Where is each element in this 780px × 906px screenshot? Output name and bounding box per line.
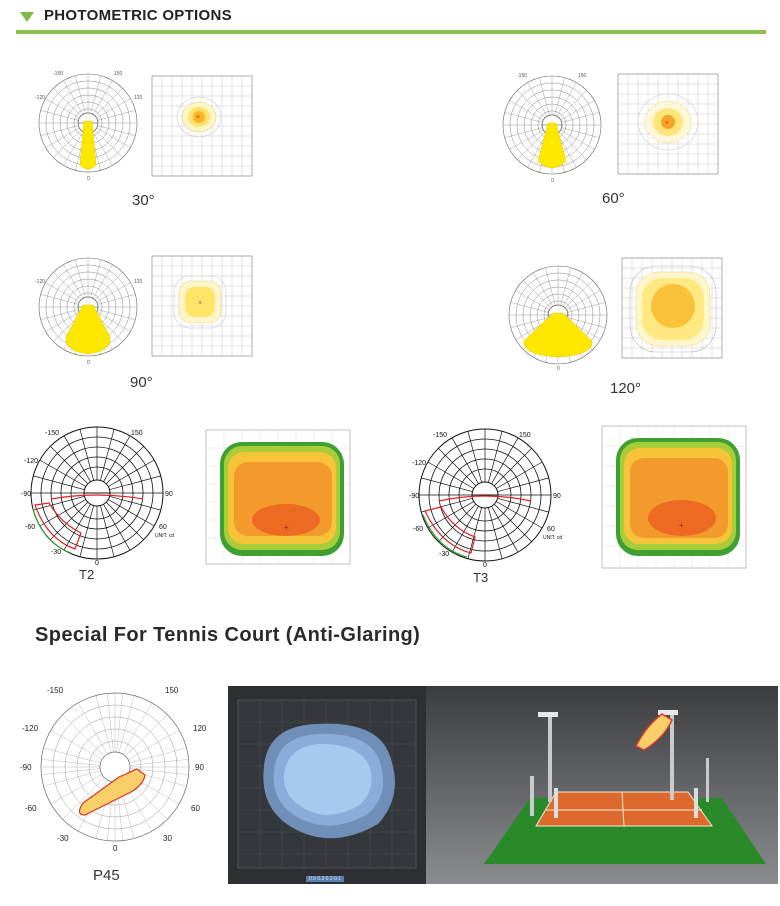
beam-shape <box>537 122 567 169</box>
center-marker: + <box>198 300 202 307</box>
court-surface <box>536 792 712 826</box>
tick-label: -30 <box>57 834 69 843</box>
tick-label: -30 <box>51 549 61 556</box>
tick-label: 0 <box>87 176 90 182</box>
tick-label: 90 <box>195 763 204 772</box>
beam-curve-red <box>424 506 476 554</box>
section-header: PHOTOMETRIC OPTIONS <box>16 6 766 34</box>
beam-shape <box>79 120 97 170</box>
center-marker: + <box>665 120 669 127</box>
center-marker: + <box>679 521 684 530</box>
isolux-chart-T2: + <box>205 429 351 565</box>
polar-diagram-T3: -150 150 -120 -90 90 -60 60 -30 0 UNIT: … <box>409 428 562 569</box>
option-label-120: 120° <box>610 380 642 397</box>
isolux-chart-120 <box>621 257 723 359</box>
tick-label: 60 <box>547 526 555 533</box>
tick-label: 120 <box>134 95 143 101</box>
tick-label: 120 <box>134 279 143 285</box>
tick-label: -120 <box>24 458 38 465</box>
header-divider <box>16 30 766 34</box>
tennis-section-title: Special For Tennis Court (Anti-Glaring) <box>35 624 421 646</box>
isolux-chart-30: + <box>151 75 253 177</box>
tick-label: -150 <box>45 430 59 437</box>
tick-label: -90 <box>21 491 31 498</box>
tick-label: -60 <box>25 804 37 813</box>
tick-label: 120 <box>193 724 207 733</box>
tick-label: 150 <box>578 73 587 79</box>
tick-label: -150 <box>47 686 64 695</box>
polar-diagram-P45: -150 150 -120 120 -90 90 -60 60 -30 30 0 <box>20 686 207 853</box>
option-label-P45: P45 <box>93 867 120 884</box>
tick-label: 0 <box>483 562 487 569</box>
polar-diagram-60: -150 150 0 <box>502 73 602 184</box>
polar-diagram-T2: -150 150 -120 -90 90 -60 60 -30 0 UNIT: … <box>21 426 174 567</box>
unit-label: UNIT: cd <box>155 533 174 539</box>
beam-shape <box>65 304 111 355</box>
option-label-90: 90° <box>130 374 153 391</box>
section-title: PHOTOMETRIC OPTIONS <box>44 7 232 24</box>
tick-label: -60 <box>25 524 35 531</box>
isolux-panel-dark: 0.5 0.3 0.2 0.1 <box>228 686 426 884</box>
tick-label: 0 <box>113 844 118 853</box>
beam-curve-green <box>422 514 468 558</box>
tick-label: 60 <box>191 804 200 813</box>
tennis-court-render <box>426 686 778 884</box>
beam-curve-red <box>34 502 82 550</box>
option-label-T3: T3 <box>473 570 489 585</box>
tick-label: -120 <box>35 279 45 285</box>
center-marker: + <box>284 523 289 532</box>
beam-shape <box>634 713 673 751</box>
tick-label: 60 <box>159 524 167 531</box>
tick-label: -90 <box>20 763 32 772</box>
isolux-chart-60: + <box>617 73 719 175</box>
tick-label: 150 <box>519 432 531 439</box>
isolux-chart-T3: + <box>601 425 747 569</box>
tick-label: 90 <box>553 493 561 500</box>
tick-label: -150 <box>53 71 63 77</box>
tick-label: 30 <box>163 834 172 843</box>
tick-label: 0 <box>557 366 560 372</box>
triangle-down-icon <box>20 12 34 22</box>
legend-strip: 0.5 0.3 0.2 0.1 <box>306 876 344 882</box>
polar-diagram-30: -150 150 -120 120 0 <box>35 71 143 182</box>
tick-label: -120 <box>22 724 39 733</box>
tick-label: -150 <box>517 73 527 79</box>
center-marker: + <box>196 114 200 121</box>
beam-shape <box>78 768 146 816</box>
unit-label: UNIT: cd <box>543 535 562 541</box>
light-pole <box>670 714 674 800</box>
option-label-60: 60° <box>602 190 625 207</box>
tick-label: -30 <box>439 551 449 558</box>
tick-label: 0 <box>87 360 90 366</box>
polar-diagram-90: -120 120 0 <box>35 257 143 366</box>
tick-label: 90 <box>165 491 173 498</box>
tick-label: 150 <box>131 430 143 437</box>
beam-curve-green <box>32 508 72 554</box>
tick-label: -120 <box>412 460 426 467</box>
tick-label: -90 <box>409 493 419 500</box>
polar-diagram-120: 0 <box>508 265 608 372</box>
option-label-T2: T2 <box>79 567 95 582</box>
isolux-chart-90: + <box>151 255 253 357</box>
option-label-30: 30° <box>132 192 155 209</box>
tick-label: 150 <box>165 686 179 695</box>
tick-label: 150 <box>114 71 123 77</box>
tick-label: -60 <box>413 526 423 533</box>
tick-label: -150 <box>433 432 447 439</box>
tick-label: -120 <box>35 95 45 101</box>
beam-shape <box>523 312 593 358</box>
tick-label: 0 <box>551 178 554 184</box>
light-pole <box>548 716 552 802</box>
tick-label: 0 <box>95 560 99 567</box>
